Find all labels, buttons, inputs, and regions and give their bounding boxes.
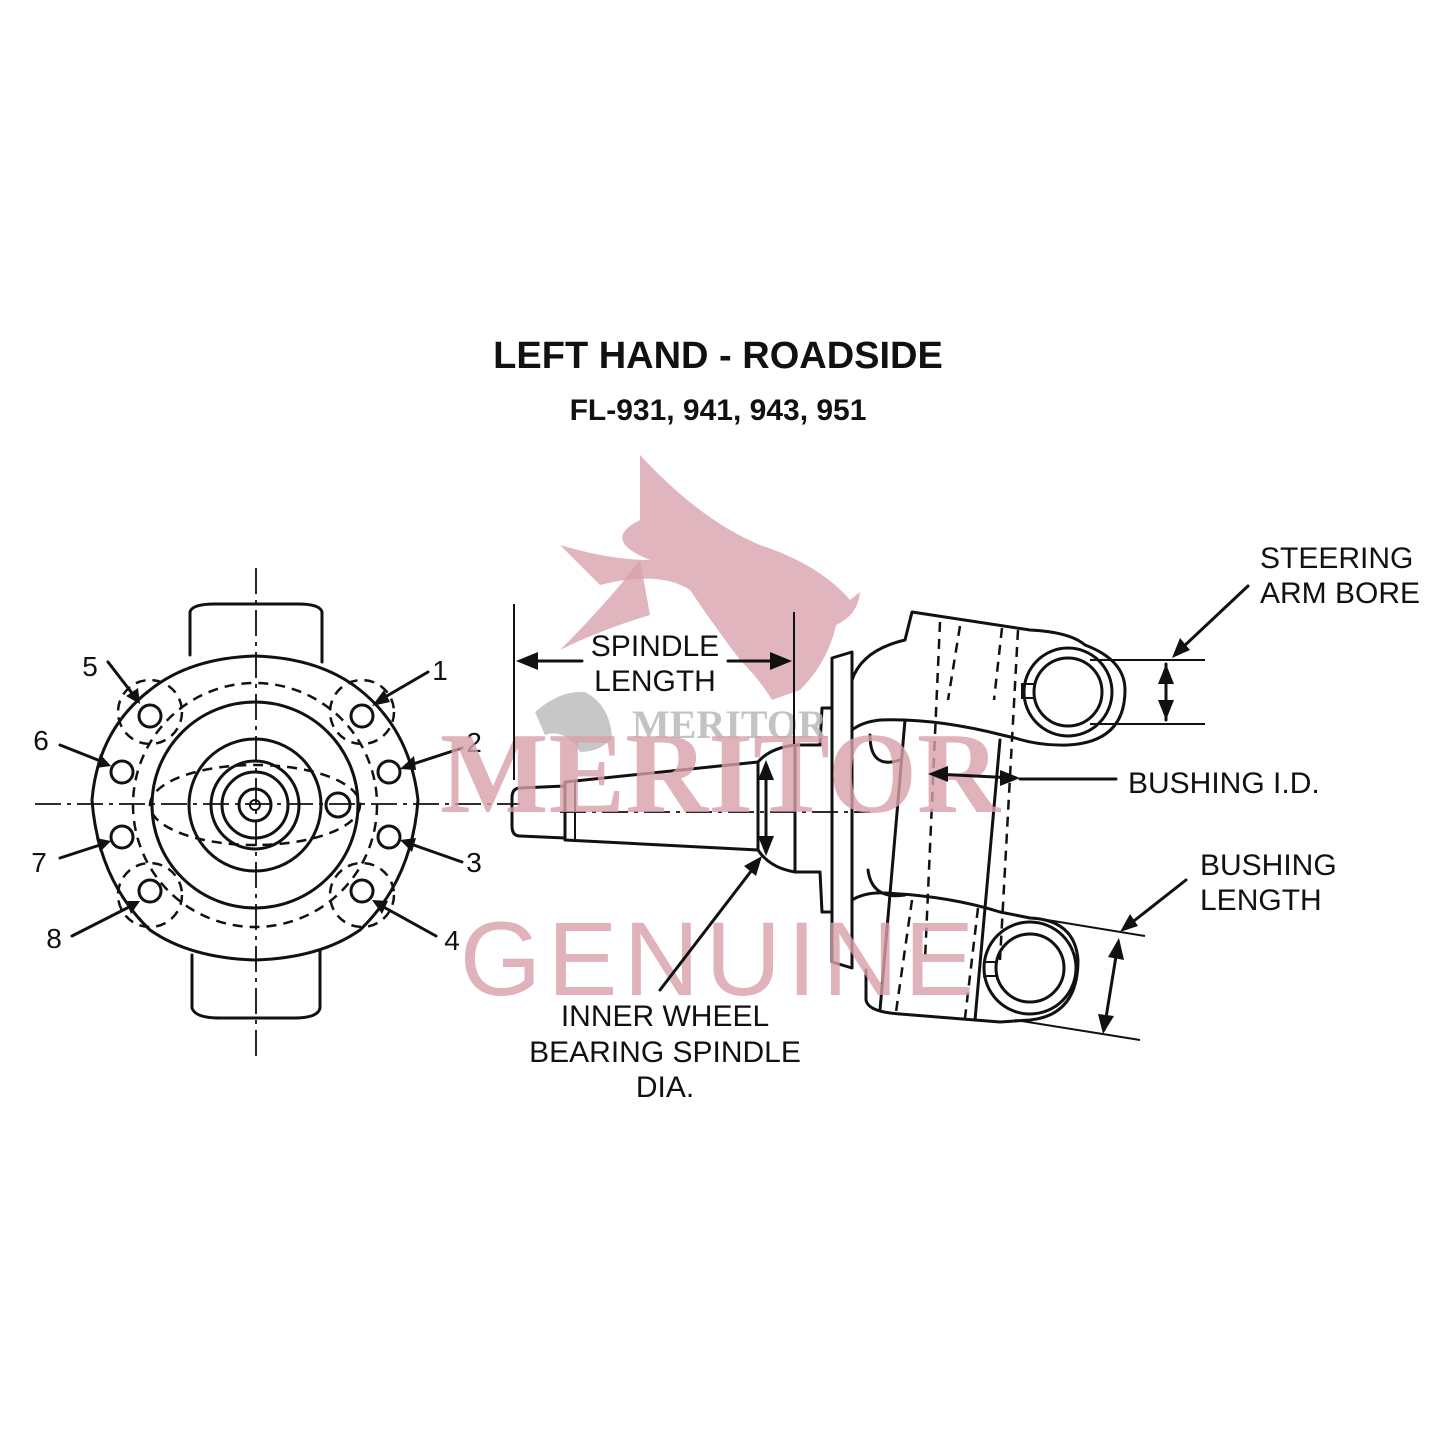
upper-steering-arm [850, 610, 1127, 747]
bolt-boss-8 [116, 861, 184, 929]
kingpin-line-left [878, 718, 907, 1012]
bolt-hole-7 [109, 824, 135, 850]
hole-number-3: 3 [466, 847, 482, 878]
dashed-pilot-circle [131, 681, 379, 929]
hole-number-7: 7 [31, 847, 47, 878]
bolt-hole-1 [349, 703, 375, 729]
meritor-watermark: MERITOR MERITOR GENUINE [440, 455, 1002, 1018]
web-curve-top [868, 733, 902, 764]
spindle-length-label-2: LENGTH [594, 665, 716, 698]
inner-wheel-label-3: DIA. [636, 1071, 694, 1104]
steering-arm-bore-dimension: STEERING ARM BORE [1090, 542, 1420, 725]
bolt-hole-5 [137, 703, 163, 729]
bottom-boss [190, 948, 322, 1020]
hub-center [237, 787, 273, 823]
watermark-emblem [560, 455, 860, 700]
steering-arm-label-1: STEERING [1260, 542, 1413, 575]
hole-number-6: 6 [33, 725, 49, 756]
bushing-length-label-2: LENGTH [1200, 884, 1322, 917]
lower-arm [850, 891, 1080, 1024]
hole-number-1: 1 [432, 655, 448, 686]
bolt-boss-5 [116, 678, 184, 746]
lower-bore-dash-2 [963, 907, 980, 1019]
hole-leaders [58, 660, 464, 938]
watermark-emblem-wing [560, 560, 650, 650]
spindle-collar [756, 743, 797, 874]
bushing-length-dimension: BUSHING LENGTH [1014, 849, 1337, 1041]
spindle-length-label-1: SPINDLE [591, 630, 719, 663]
hole-number-8: 8 [46, 923, 62, 954]
watermark-tagline: GENUINE [460, 901, 980, 1018]
inner-wheel-label-1: INNER WHEEL [561, 1000, 769, 1033]
knuckle-side-view [510, 610, 1127, 1024]
watermark-brand: MERITOR [440, 710, 1002, 837]
bolt-hole-2 [376, 759, 402, 785]
hub-ring-inner [209, 759, 301, 851]
dashed-spindle-outline [148, 763, 362, 847]
bushing-id-label: BUSHING I.D. [1128, 767, 1320, 800]
kingpin-bore-dash-4 [992, 627, 1004, 701]
small-hole [324, 791, 352, 819]
steering-arm-bore-inner [1032, 656, 1104, 728]
bolt-boss-4 [328, 861, 396, 929]
bolt-hole-8 [137, 878, 163, 904]
lower-bore-inner [994, 932, 1066, 1004]
bolt-hole-6 [109, 759, 135, 785]
inner-wheel-label-2: BEARING SPINDLE [529, 1036, 801, 1069]
diagram-title: LEFT HAND - ROADSIDE [493, 335, 943, 377]
kingpin-bore-dash-2 [998, 629, 1020, 961]
lower-bore-outer [982, 920, 1078, 1016]
bolt-boss-1 [328, 678, 396, 746]
hole-number-5: 5 [82, 651, 98, 682]
spindle-tip [510, 784, 567, 840]
keyway-upper [1021, 683, 1035, 699]
keyway-lower [983, 961, 997, 977]
steering-arm-bore-outer [1022, 646, 1114, 738]
hole-number-2: 2 [466, 727, 482, 758]
web-curve-bottom [866, 868, 907, 898]
watermark-small-emblem [535, 691, 612, 752]
bushing-id-dimension: BUSHING I.D. [928, 766, 1320, 800]
kingpin-bore-dash-1 [923, 621, 942, 961]
inner-wheel-dimension: INNER WHEEL BEARING SPINDLE DIA. [529, 760, 801, 1104]
watermark-brand-small: MERITOR [632, 702, 828, 747]
knuckle-flange [830, 650, 854, 970]
kingpin-line-right [973, 738, 1002, 1022]
hub-ring-outer [150, 700, 360, 910]
bolt-hole-3 [376, 824, 402, 850]
kingpin-bore-dash-3 [946, 625, 962, 701]
hub-ring-core [220, 770, 290, 840]
lower-bore-dash-1 [894, 899, 914, 1013]
spindle-length-dimension: SPINDLE LENGTH [513, 604, 795, 780]
knuckle-end-view: 1 2 3 4 5 6 7 8 [31, 568, 520, 1060]
hole-number-4: 4 [444, 925, 460, 956]
steering-arm-label-2: ARM BORE [1260, 577, 1420, 610]
hub-ring-mid [187, 737, 323, 873]
top-boss [188, 602, 324, 664]
bolt-hole-4 [349, 878, 375, 904]
bushing-length-label-1: BUSHING [1200, 849, 1337, 882]
hub-center-dot [249, 799, 261, 811]
diagram-subtitle: FL-931, 941, 943, 951 [570, 394, 867, 427]
